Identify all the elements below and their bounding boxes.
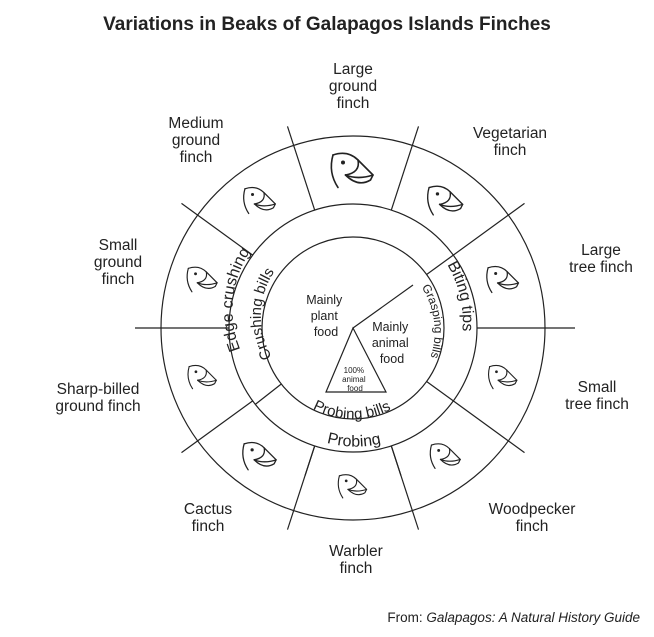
center-label-animal-food: Mainly animal food (372, 320, 412, 366)
source-work-title: Galapagos: A Natural History Guide (426, 610, 640, 625)
center-label-all-animal-food: 100% animal food (342, 366, 368, 393)
group-ring-inner-edge (261, 236, 445, 420)
group-dividers (254, 254, 454, 476)
source-prefix: From: (387, 610, 427, 625)
finch-divider (452, 202, 525, 256)
group-divider (304, 445, 316, 476)
source-citation: From: Galapagos: A Natural History Guide (387, 610, 640, 625)
beak-sketch-large-ground (330, 152, 374, 189)
group-divider (390, 445, 402, 476)
wheel-structure (135, 126, 575, 530)
band-label-probing-bills: Probing bills (311, 397, 393, 423)
food-divider-plant-animal (352, 284, 414, 329)
finch-divider (286, 126, 316, 211)
diagram-title: Variations in Beaks of Galapagos Islands… (103, 14, 551, 35)
finch-divider (452, 400, 525, 454)
beak-sketch-woodpecker (429, 443, 461, 470)
group-divider (426, 254, 454, 275)
beak-drawings (186, 152, 520, 499)
beak-sketch-vegetarian (427, 185, 464, 216)
beak-sketch-medium-ground (243, 186, 276, 215)
beak-sketch-sharp-billed-ground (187, 364, 217, 390)
band-label-edge-crushing: Edge crushing (220, 245, 254, 354)
group-divider (426, 381, 454, 402)
band-label-crushing-bills: Crushing bills (248, 265, 278, 363)
beak-sketch-small-ground (186, 266, 218, 293)
group-divider (254, 383, 282, 405)
beak-sketch-small-tree (487, 364, 518, 390)
finch-divider (181, 202, 254, 256)
finch-divider (181, 400, 254, 454)
finch-dividers (135, 126, 575, 530)
band-label-grasping-bills: Grasping bills (419, 282, 446, 361)
finch-divider (390, 126, 420, 211)
center-label-plant-food: Mainly plant food (306, 293, 346, 339)
band-label-biting-tips: Biting tips (444, 258, 476, 332)
beak-sketch-warbler (337, 474, 368, 499)
band-label-probing: Probing (326, 430, 382, 450)
food-divider-animal-wedge (325, 326, 387, 393)
beak-sketch-large-tree (486, 265, 520, 294)
beak-sketch-cactus (242, 441, 277, 471)
